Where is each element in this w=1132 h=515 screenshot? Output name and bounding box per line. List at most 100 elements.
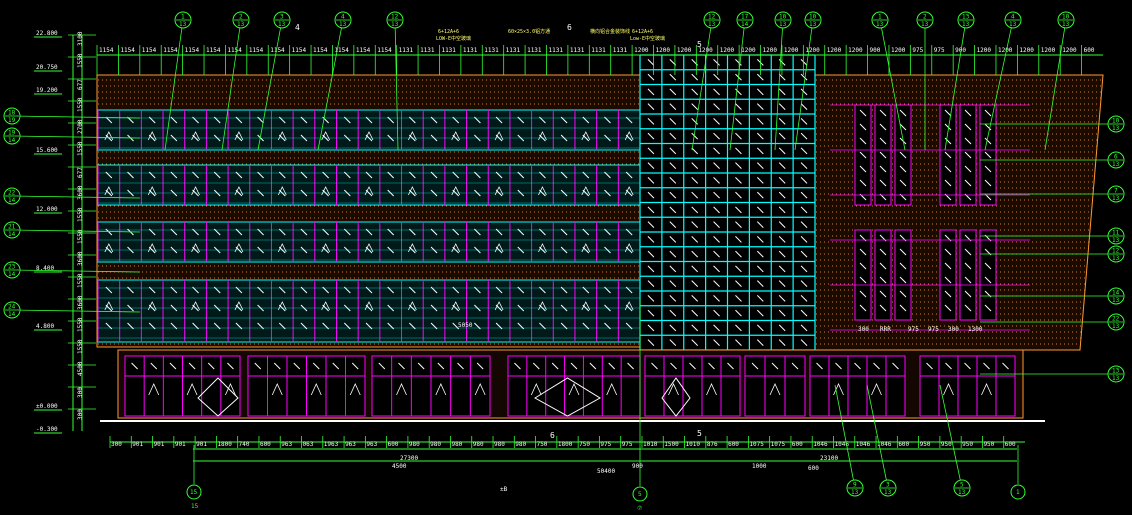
glass-mark: [474, 246, 481, 254]
glass-mark: [778, 221, 786, 228]
glass-mark: [691, 118, 699, 125]
vent-mark: [104, 301, 114, 311]
glass-mark: [735, 221, 742, 228]
glass-mark: [213, 228, 221, 236]
vent-mark: [494, 301, 504, 311]
glass-mark: [800, 295, 808, 302]
glass-mark: [474, 134, 481, 142]
glass-mark: [835, 362, 842, 370]
bottom-dim-label: 980: [515, 441, 526, 448]
vent-mark: [435, 383, 447, 396]
glass-mark: [669, 221, 677, 228]
glass-mark: [735, 236, 742, 243]
glass-mark: [778, 147, 786, 155]
vent-mark: [624, 131, 634, 141]
total-right: 23100: [820, 455, 838, 462]
glass-mark: [756, 88, 764, 96]
glass-mark: [235, 228, 243, 236]
top-dim-label: 1154: [356, 47, 371, 54]
glass-mark: [170, 116, 178, 124]
glass-mark: [859, 123, 867, 131]
glass-mark: [778, 324, 786, 332]
top-dim-label: 1131: [506, 47, 521, 54]
glass-mark: [625, 286, 633, 294]
inline-label-5: 975: [908, 326, 919, 333]
total-overall: 50400: [597, 468, 615, 475]
callout-detail: 13: [779, 21, 787, 28]
glass-mark: [560, 322, 568, 330]
vent-mark: [624, 186, 634, 196]
glass-mark: [944, 179, 952, 187]
glass-mark: [235, 322, 243, 330]
bottom-dim-label: 1046: [856, 441, 871, 448]
top-notes: 6+12A+6 LOW-E中空玻璃 60×25×3.0铝方通 横向铝合金装饰线 …: [436, 28, 665, 42]
glass-mark: [800, 236, 808, 243]
glass-mark: [343, 286, 351, 294]
axis-mark-5: 6: [550, 431, 555, 440]
glass-mark: [691, 177, 699, 184]
vent-mark: [408, 243, 417, 253]
glass-mark: [332, 362, 340, 370]
callout-number: 2: [239, 14, 243, 21]
glass-mark: [735, 339, 742, 346]
callout-number: 10: [1112, 118, 1120, 125]
vent-mark: [943, 383, 954, 396]
bottom-dim-label: 876: [707, 441, 718, 448]
glass-mark: [148, 116, 156, 124]
glass-mark: [756, 191, 764, 199]
bottom-dim-label: 975: [600, 441, 611, 448]
callout-detail: 13: [1112, 375, 1120, 382]
glass-mark: [800, 147, 808, 155]
glass-mark: [669, 206, 677, 214]
glass-mark: [689, 362, 696, 370]
glass-mark: [495, 322, 503, 330]
glass-mark: [430, 304, 438, 312]
glass-mark: [800, 339, 808, 346]
bottom-dim-label: 901: [175, 441, 186, 448]
glass-mark: [495, 116, 503, 124]
leader-line: [691, 19, 713, 151]
glass-mark: [945, 362, 952, 370]
bottom-dim-label: 1046: [813, 441, 828, 448]
glass-mark: [647, 221, 655, 228]
grid-circle: [1010, 484, 1026, 500]
top-dim-label: 1131: [441, 47, 456, 54]
glass-mark: [192, 286, 199, 294]
glass-mark: [691, 73, 699, 81]
glass-mark: [127, 322, 134, 330]
glass-mark: [879, 165, 887, 173]
top-dim-label: 1200: [848, 47, 863, 54]
callout-detail: 13: [237, 21, 245, 28]
glass-mark: [691, 132, 699, 140]
glass-mark: [322, 228, 329, 236]
bottom-dim-label: 980: [494, 441, 505, 448]
entrance-door: [197, 377, 239, 417]
callout-detail: 13: [921, 21, 929, 28]
glass-mark: [409, 116, 416, 124]
glass-mark: [756, 73, 764, 81]
glass-mark: [713, 339, 720, 346]
left-dim-label: 2700: [77, 119, 84, 134]
glass-mark: [387, 116, 395, 124]
glass-mark: [778, 206, 786, 214]
glass-mark: [560, 189, 568, 197]
callout-number: 11: [1112, 230, 1120, 237]
glass-mark: [791, 362, 799, 370]
glass-mark: [647, 73, 655, 81]
bottom-dim-label: 963: [345, 441, 356, 448]
glass-mark: [604, 246, 611, 254]
glass-mark: [735, 309, 742, 317]
callout-number: 1: [181, 14, 185, 21]
glass-mark: [409, 322, 416, 330]
leader-line: [317, 19, 344, 151]
glass-mark: [647, 295, 655, 302]
glass-mark: [669, 265, 677, 273]
left-dim-label: 1550: [77, 97, 84, 112]
callout-number: 12: [391, 14, 399, 21]
glass-mark: [560, 246, 568, 254]
glass-mark: [148, 286, 156, 294]
leader-line: [11, 309, 141, 313]
glass-mark: [944, 304, 952, 312]
left-dim-label: 3100: [77, 31, 84, 46]
elevation-label: 22.800: [36, 30, 58, 37]
